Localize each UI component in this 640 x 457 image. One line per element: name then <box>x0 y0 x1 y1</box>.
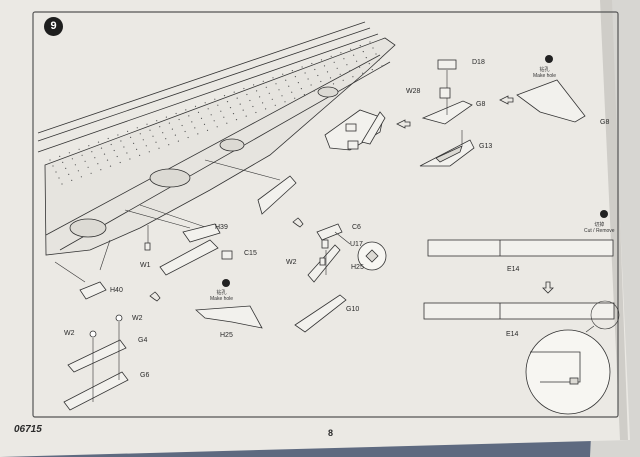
hull-assembly <box>37 21 396 256</box>
label-u17: U17 <box>350 241 363 248</box>
note-cn: 钻孔 <box>539 67 550 73</box>
label-c15: C15 <box>244 250 257 257</box>
label-d18: D18 <box>472 59 485 66</box>
step-frame <box>32 11 619 418</box>
label-h40: H40 <box>110 287 123 294</box>
label-h39: H39 <box>215 224 228 231</box>
label-h25-left: H25 <box>220 332 233 339</box>
label-h25-mid: H25 <box>351 264 364 271</box>
label-w28: W28 <box>406 88 421 95</box>
make-hole-note-left: 钻孔 Make hole <box>210 289 233 302</box>
instruction-icons <box>222 55 608 287</box>
label-w2-b: W2 <box>132 315 143 322</box>
part-h39-shape <box>182 223 221 243</box>
label-g6: G6 <box>140 372 150 379</box>
note-en: Make hole <box>210 296 234 302</box>
direction-arrows <box>149 95 554 302</box>
label-w2-mid: W2 <box>286 259 297 266</box>
product-code: 06715 <box>14 424 42 435</box>
upper-cluster <box>324 59 586 167</box>
middle-cluster <box>294 223 387 333</box>
label-c6: C6 <box>352 224 361 231</box>
deck-dot-pattern <box>49 41 383 185</box>
label-e14-top: E14 <box>507 266 520 273</box>
label-g8-right: G8 <box>600 119 610 126</box>
note-en: Make hole <box>533 73 557 79</box>
label-g10: G10 <box>346 306 360 313</box>
label-g8-center: G8 <box>476 101 486 108</box>
label-g4: G4 <box>138 337 148 344</box>
page-number: 8 <box>328 428 334 438</box>
step-number-badge: 9 <box>44 17 63 36</box>
leader-lines <box>54 159 281 283</box>
lower-left-cluster <box>63 305 263 411</box>
note-cn: 切掉 <box>594 222 605 228</box>
note-en: Cut / Remove <box>584 228 615 234</box>
label-e14-bottom: E14 <box>506 331 519 338</box>
e14-parts <box>423 239 620 415</box>
cut-remove-note: 切掉 Cut / Remove <box>584 221 615 234</box>
label-w2-a: W2 <box>64 330 75 337</box>
label-g13: G13 <box>479 143 493 150</box>
label-w1: W1 <box>140 262 151 269</box>
note-cn: 钻孔 <box>216 290 227 296</box>
make-hole-note-top: 钻孔 Make hole <box>533 66 556 79</box>
